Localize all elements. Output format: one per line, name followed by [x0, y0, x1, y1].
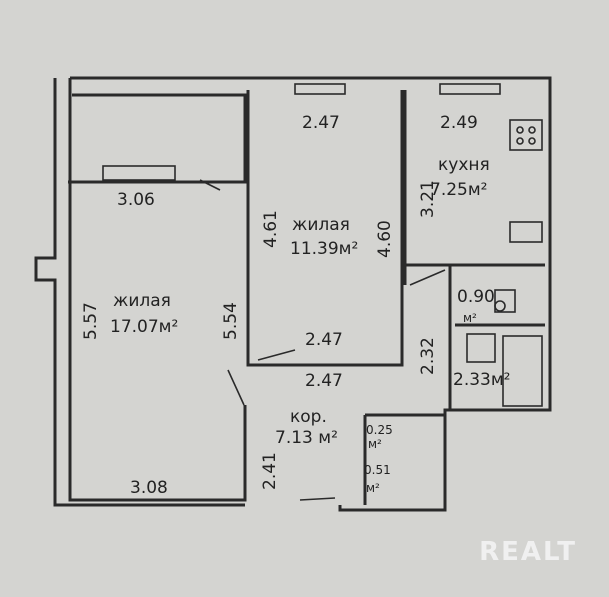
washbasin-icon — [466, 333, 496, 363]
dimension: 2.32 — [418, 337, 438, 375]
room-area: 0.90 — [457, 287, 495, 307]
room-name: жилая — [113, 291, 171, 311]
dimension: 4.60 — [375, 220, 395, 258]
room-name: кор. — [290, 407, 327, 427]
dimension: 3.06 — [117, 190, 155, 210]
room-area: 7.25м² — [430, 180, 488, 200]
window — [294, 83, 346, 95]
walls — [34, 76, 552, 512]
room-name: кухня — [438, 155, 490, 175]
room-area: 11.39м² — [290, 239, 358, 259]
watermark-logo: REALT — [479, 537, 577, 567]
dimension: 5.57 — [81, 302, 101, 340]
dimension: 5.54 — [221, 302, 241, 340]
room-area: 0.51 — [364, 463, 391, 477]
dimension: 2.47 — [305, 371, 343, 391]
dimension: 2.47 — [302, 113, 340, 133]
room-area-unit: м² — [368, 437, 382, 451]
room-area: 7.13 м² — [275, 428, 338, 448]
room-area: 17.07м² — [110, 317, 178, 337]
room-name: жилая — [292, 215, 350, 235]
window — [102, 165, 176, 181]
toilet-icon — [494, 289, 516, 313]
dimension: 3.21 — [418, 180, 438, 218]
room-area-unit: м² — [366, 481, 380, 495]
room-area: 0.25 — [366, 423, 393, 437]
bathtub-icon — [502, 335, 543, 407]
stove-icon — [509, 119, 543, 151]
window — [439, 83, 501, 95]
dimension: 3.08 — [130, 478, 168, 498]
dimension: 2.41 — [260, 452, 280, 490]
dimension: 2.49 — [440, 113, 478, 133]
room-area-unit: м² — [463, 311, 477, 325]
dimension: 4.61 — [261, 210, 281, 248]
dimension: 2.47 — [305, 330, 343, 350]
room-area: 2.33м² — [453, 370, 511, 390]
sink-icon — [509, 221, 543, 243]
